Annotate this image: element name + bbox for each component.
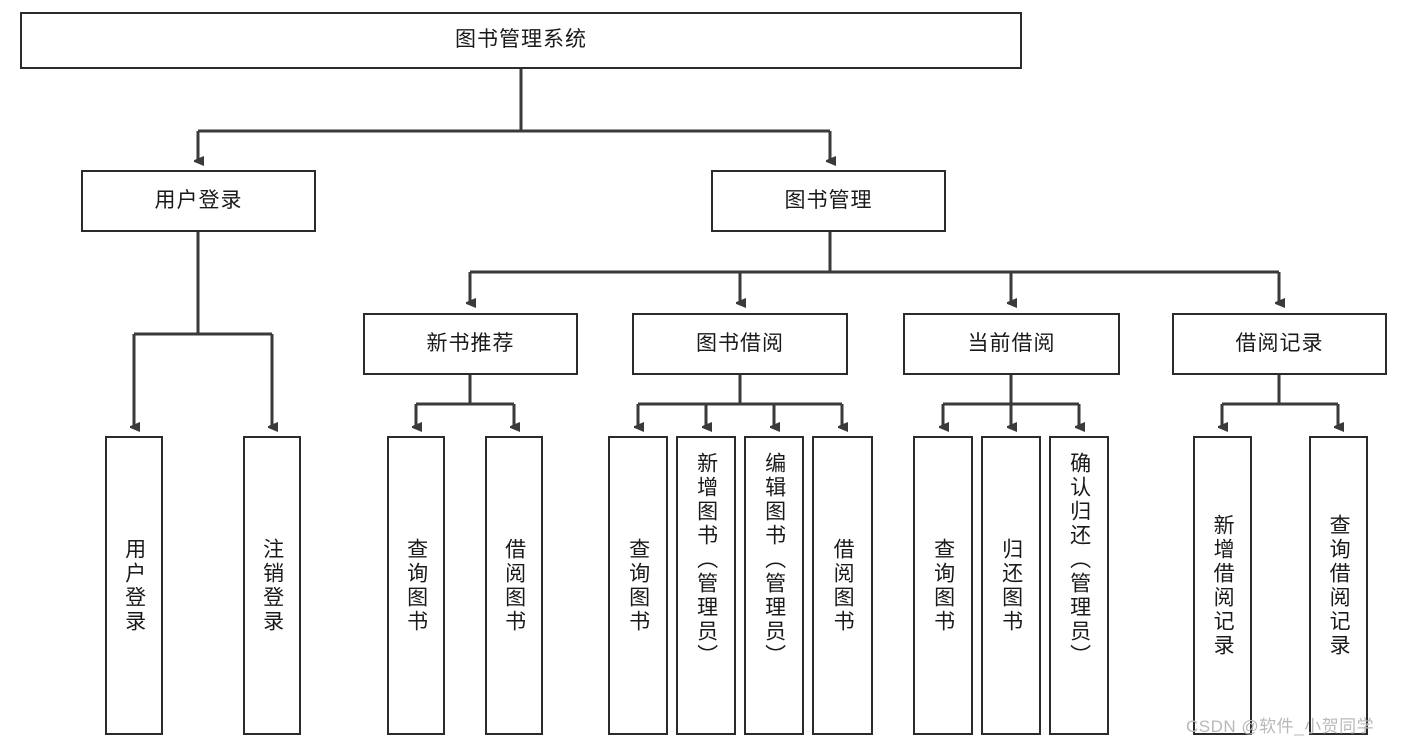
leaf-borrow-book[interactable]: 借阅图书 — [812, 436, 873, 735]
node-new-book-recommend[interactable]: 新书推荐 — [363, 313, 578, 375]
node-root[interactable]: 图书管理系统 — [20, 12, 1022, 69]
node-book-management[interactable]: 图书管理 — [711, 170, 946, 232]
leaf-return-book-label: 归还图书 — [999, 537, 1023, 634]
leaf-edit-book-admin[interactable]: 编辑图书（管理员） — [744, 436, 804, 735]
node-root-label: 图书管理系统 — [455, 28, 587, 52]
leaf-query-book-borrow-label: 查询图书 — [626, 537, 650, 634]
node-current-borrow-label: 当前借阅 — [967, 331, 1056, 355]
leaf-user-login[interactable]: 用户登录 — [105, 436, 163, 735]
leaf-query-borrow-record[interactable]: 查询借阅记录 — [1309, 436, 1368, 735]
leaf-query-book-current[interactable]: 查询图书 — [913, 436, 973, 735]
leaf-confirm-return-admin[interactable]: 确认归还（管理员） — [1049, 436, 1109, 735]
leaf-edit-book-admin-label: 编辑图书（管理员） — [762, 452, 786, 668]
node-user-login[interactable]: 用户登录 — [81, 170, 316, 232]
leaf-return-book[interactable]: 归还图书 — [981, 436, 1041, 735]
leaf-confirm-return-admin-label: 确认归还（管理员） — [1067, 452, 1091, 668]
leaf-add-borrow-record[interactable]: 新增借阅记录 — [1193, 436, 1252, 735]
leaf-logout-label: 注销登录 — [260, 537, 284, 634]
node-book-borrow[interactable]: 图书借阅 — [632, 313, 848, 375]
csdn-watermark: CSDN @软件_小贺同学 — [1186, 717, 1375, 736]
node-current-borrow[interactable]: 当前借阅 — [903, 313, 1120, 375]
leaf-query-book-current-label: 查询图书 — [931, 537, 955, 634]
leaf-query-book-newbook[interactable]: 查询图书 — [387, 436, 445, 735]
leaf-add-book-admin[interactable]: 新增图书（管理员） — [676, 436, 736, 735]
leaf-borrow-book-label: 借阅图书 — [831, 537, 855, 634]
leaf-logout[interactable]: 注销登录 — [243, 436, 301, 735]
node-new-book-recommend-label: 新书推荐 — [426, 331, 515, 355]
leaf-query-book-borrow[interactable]: 查询图书 — [608, 436, 668, 735]
node-borrow-records-label: 借阅记录 — [1235, 331, 1324, 355]
leaf-user-login-label: 用户登录 — [122, 537, 146, 634]
leaf-add-borrow-record-label: 新增借阅记录 — [1211, 513, 1235, 658]
node-book-management-label: 图书管理 — [784, 188, 873, 212]
leaf-query-borrow-record-label: 查询借阅记录 — [1327, 513, 1351, 658]
node-borrow-records[interactable]: 借阅记录 — [1172, 313, 1387, 375]
leaf-borrow-book-newbook[interactable]: 借阅图书 — [485, 436, 543, 735]
leaf-add-book-admin-label: 新增图书（管理员） — [694, 452, 718, 668]
node-user-login-label: 用户登录 — [154, 188, 243, 212]
leaf-borrow-book-newbook-label: 借阅图书 — [502, 537, 526, 634]
node-book-borrow-label: 图书借阅 — [696, 331, 784, 355]
leaf-query-book-newbook-label: 查询图书 — [404, 537, 428, 634]
